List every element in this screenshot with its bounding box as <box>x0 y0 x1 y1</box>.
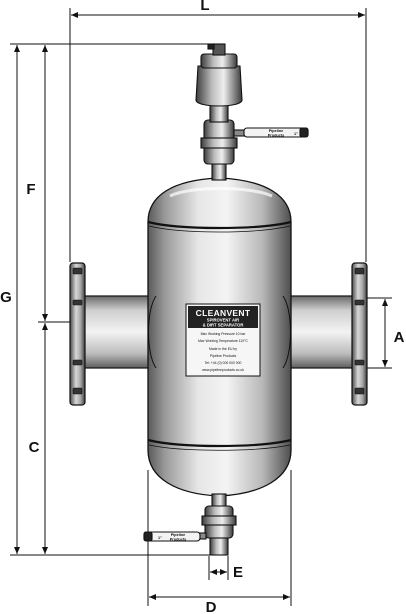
nameplate-subtitle-1: SPIROVENT AIR <box>207 318 239 323</box>
right-flange-bolts <box>354 267 365 395</box>
top-valve-tag-1: Pipeline <box>269 129 284 133</box>
top-valve-size: 1" <box>294 132 298 136</box>
dim-label-E: E <box>233 564 243 581</box>
upper-seam-2 <box>148 225 291 233</box>
dim-label-F: F <box>26 181 35 198</box>
top-nipple <box>211 163 227 181</box>
nameplate-line-1: Max Working Pressure 10 bar <box>201 332 247 336</box>
top-assembly <box>195 43 309 181</box>
nameplate-header <box>188 306 258 328</box>
nameplate: CLEANVENT SPIROVENT AIR & DIRT SEPARATOR… <box>185 303 261 377</box>
nameplate-line-6: www.pipelineproducts.co.uk <box>202 368 244 372</box>
dim-label-L: L <box>200 0 209 14</box>
bottom-valve-size: 1" <box>158 536 162 540</box>
bottom-valve-hex <box>201 515 237 526</box>
nameplate-subtitle-2: & DIRT SEPARATOR <box>203 323 244 328</box>
dim-label-G: G <box>0 289 12 306</box>
right-outlet <box>282 262 368 406</box>
nameplate-line-3: Made in the EU by <box>209 347 237 351</box>
left-flange-bolts <box>72 267 83 395</box>
right-flange <box>351 262 368 406</box>
air-vent-screw <box>212 43 226 56</box>
left-inlet <box>69 262 157 406</box>
left-pipe <box>81 295 157 369</box>
air-vent-neck <box>209 103 229 123</box>
lower-seam <box>147 438 292 448</box>
dome-highlight <box>169 187 273 198</box>
bottom-assembly <box>143 493 237 556</box>
dim-label-D: D <box>206 599 217 614</box>
top-valve-hex <box>200 137 238 149</box>
right-joint <box>282 295 291 369</box>
nameplate-line-2: Max Working Temperature 110°C <box>198 339 248 343</box>
nameplate-line-5: Tel: +44 (0) 000 000 000 <box>205 361 242 365</box>
lower-seam-2 <box>148 444 291 451</box>
bottom-valve-tag-1: Pipeline <box>171 533 186 537</box>
dim-label-C: C <box>29 439 40 456</box>
left-joint <box>148 295 157 369</box>
top-valve-tag-2: Products <box>268 134 284 138</box>
drain-outlet <box>209 537 229 556</box>
bottom-valve-handle-tip <box>143 531 153 542</box>
bottom-valve-tag-2: Products <box>170 538 186 542</box>
left-flange <box>69 262 86 406</box>
air-vent-body <box>195 65 243 107</box>
nameplate-brand: CLEANVENT <box>196 308 251 318</box>
nameplate-line-4: Pipeline Products <box>210 354 237 358</box>
right-pipe <box>282 295 357 369</box>
dim-label-A: A <box>394 329 405 346</box>
top-valve-handle-tip <box>299 127 309 138</box>
air-vent-pin <box>207 43 215 50</box>
air-vent-cap <box>200 53 238 69</box>
upper-seam <box>147 220 292 230</box>
